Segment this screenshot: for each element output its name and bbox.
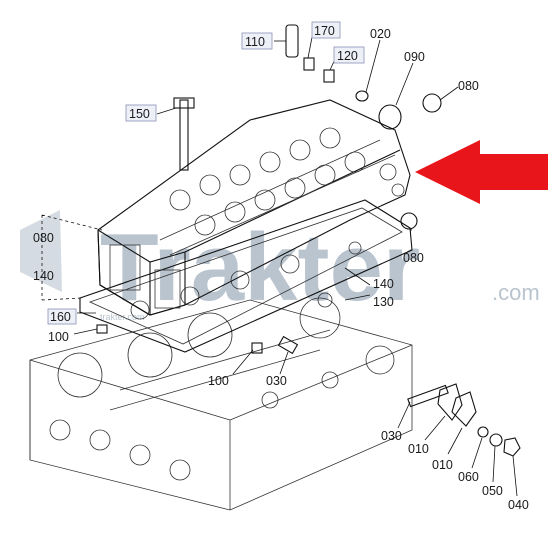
callout-030-right[interactable]: 030	[381, 429, 402, 443]
watermark-logo-icon	[20, 210, 62, 292]
part-050-washer	[489, 433, 503, 447]
part-090-seal	[378, 104, 402, 130]
callout-040[interactable]: 040	[508, 498, 529, 512]
cylinder-head	[97, 99, 411, 316]
callout-050[interactable]: 050	[482, 484, 503, 498]
callout-150[interactable]: 150	[129, 107, 150, 121]
callout-110[interactable]: 110	[245, 35, 265, 49]
part-110-sleeve	[285, 24, 299, 58]
callout-080-top[interactable]: 080	[458, 79, 479, 93]
part-080-ring-side	[400, 212, 418, 230]
callout-010-a[interactable]: 010	[408, 442, 429, 456]
callout-080-left[interactable]: 080	[33, 231, 54, 245]
head-gasket	[79, 199, 413, 353]
callout-160[interactable]: 160	[50, 310, 71, 324]
callout-020[interactable]: 020	[370, 27, 391, 41]
part-080-ring-top	[422, 93, 442, 113]
part-040-nut	[503, 437, 521, 457]
part-150-bolt-head	[173, 97, 195, 109]
part-030-stud	[407, 384, 449, 408]
callout-060[interactable]: 060	[458, 470, 479, 484]
callout-140-left[interactable]: 140	[33, 269, 54, 283]
part-010-bracket-b	[451, 391, 477, 427]
part-100-plug-center	[251, 342, 263, 354]
part-030-pin-center	[277, 335, 299, 355]
callout-120[interactable]: 120	[337, 49, 358, 63]
callout-080-side[interactable]: 080	[403, 251, 424, 265]
part-010-bracket-a	[437, 383, 463, 421]
callouts: 110 170 120 020 090 080 150 080 080 140 …	[33, 21, 529, 512]
red-pointer-arrow-icon	[415, 140, 548, 204]
engine-block	[29, 297, 413, 511]
part-100-plug-left	[96, 324, 108, 334]
watermark-suffix: .com	[492, 280, 540, 305]
callout-030-center[interactable]: 030	[266, 374, 287, 388]
part-120-plug	[323, 69, 335, 83]
part-150-bolt	[179, 99, 189, 171]
part-170-plug	[303, 57, 315, 71]
callout-140-right[interactable]: 140	[373, 277, 394, 291]
callout-100-center[interactable]: 100	[208, 374, 229, 388]
part-020-cap	[355, 90, 369, 102]
callout-090[interactable]: 090	[404, 50, 425, 64]
callout-170[interactable]: 170	[314, 24, 335, 38]
part-060-washer	[477, 426, 489, 438]
callout-130[interactable]: 130	[373, 295, 394, 309]
callout-010-b[interactable]: 010	[432, 458, 453, 472]
callout-100-left[interactable]: 100	[48, 330, 69, 344]
